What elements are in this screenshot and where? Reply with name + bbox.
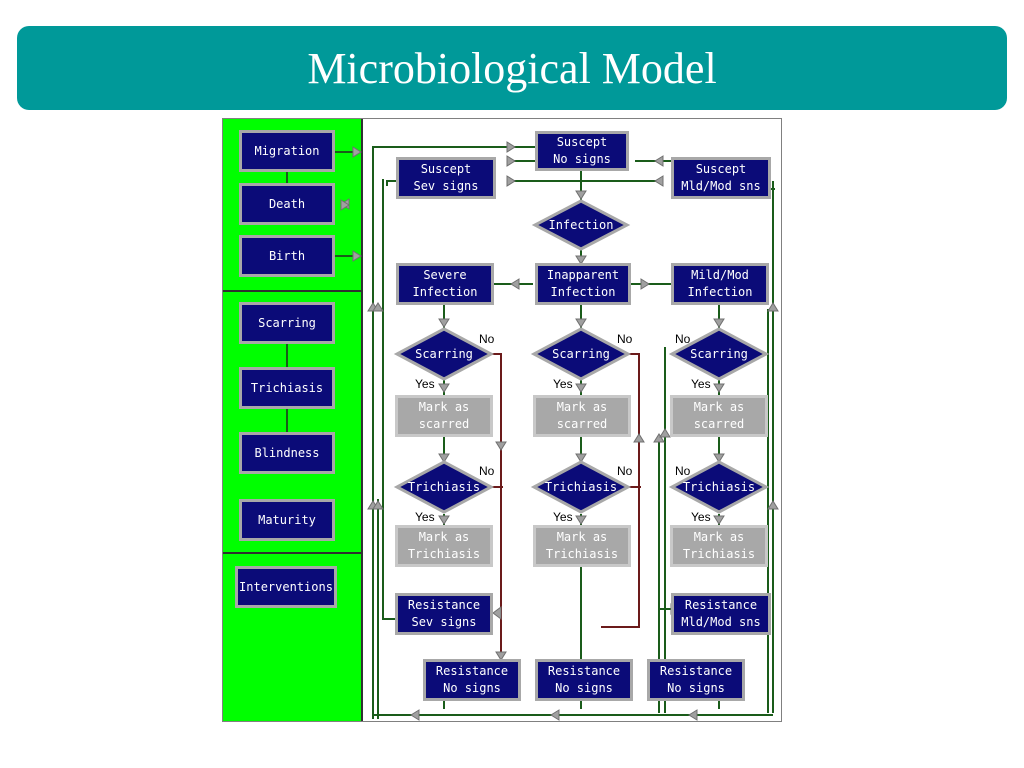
slide-title: Microbiological Model [307, 43, 717, 93]
sidebar-item-maturity[interactable]: Maturity [239, 499, 335, 541]
no-label: No [675, 332, 691, 346]
resistance-mld-mod-node: Resistance Mld/Mod sns [671, 593, 771, 635]
sidebar-item-scarring[interactable]: Scarring [239, 302, 335, 344]
mark-trichiasis-severe: Mark as Trichiasis [395, 525, 493, 567]
trichiasis-decision-mild: Trichiasis [682, 480, 756, 494]
infection-decision: Infection [548, 218, 614, 232]
scarring-decision-severe: Scarring [415, 347, 473, 361]
mark-scarred-mild: Mark as scarred [670, 395, 768, 437]
mark-trichiasis-mild: Mark as Trichiasis [670, 525, 768, 567]
suscept-mld-mod-node: Suscept Mld/Mod sns [671, 157, 771, 199]
sidebar-panel: Migration Death Birth Scarring Trichiasi… [223, 119, 363, 721]
resistance-no-signs-right: Resistance No signs [647, 659, 745, 701]
scarring-decision-inapparent: Scarring [552, 347, 610, 361]
suscept-no-signs-node: Suscept No signs [535, 131, 629, 171]
yes-label: Yes [691, 377, 711, 391]
no-label: No [479, 332, 495, 346]
resistance-sev-signs-node: Resistance Sev signs [395, 593, 493, 635]
suscept-sev-signs-node: Suscept Sev signs [396, 157, 496, 199]
mark-trichiasis-inapparent: Mark as Trichiasis [533, 525, 631, 567]
sidebar-item-death[interactable]: Death [239, 183, 335, 225]
sidebar-item-interventions[interactable]: Interventions [235, 566, 337, 608]
inapparent-infection-node: Inapparent Infection [535, 263, 631, 305]
title-bar: Microbiological Model [17, 26, 1007, 110]
sidebar-item-migration[interactable]: Migration [239, 130, 335, 172]
yes-label: Yes [553, 377, 573, 391]
yes-label: Yes [415, 377, 435, 391]
trichiasis-decision-severe: Trichiasis [407, 480, 481, 494]
mark-scarred-inapparent: Mark as scarred [533, 395, 631, 437]
sidebar-separator [223, 290, 363, 292]
resistance-no-signs-left: Resistance No signs [423, 659, 521, 701]
sidebar-item-blindness[interactable]: Blindness [239, 432, 335, 474]
severe-infection-node: Severe Infection [396, 263, 494, 305]
mild-mod-infection-node: Mild/Mod Infection [671, 263, 769, 305]
no-label: No [617, 464, 633, 478]
no-label: No [479, 464, 495, 478]
yes-label: Yes [415, 510, 435, 524]
yes-label: Yes [553, 510, 573, 524]
no-label: No [617, 332, 633, 346]
sidebar-separator [223, 552, 363, 554]
sidebar-item-trichiasis[interactable]: Trichiasis [239, 367, 335, 409]
scarring-decision-mild: Scarring [690, 347, 748, 361]
no-label: No [675, 464, 691, 478]
flow-connectors [286, 141, 779, 721]
sidebar-item-birth[interactable]: Birth [239, 235, 335, 277]
resistance-no-signs-center: Resistance No signs [535, 659, 633, 701]
model-diagram: Migration Death Birth Scarring Trichiasi… [222, 118, 782, 722]
mark-scarred-severe: Mark as scarred [395, 395, 493, 437]
yes-label: Yes [691, 510, 711, 524]
trichiasis-decision-inapparent: Trichiasis [544, 480, 618, 494]
